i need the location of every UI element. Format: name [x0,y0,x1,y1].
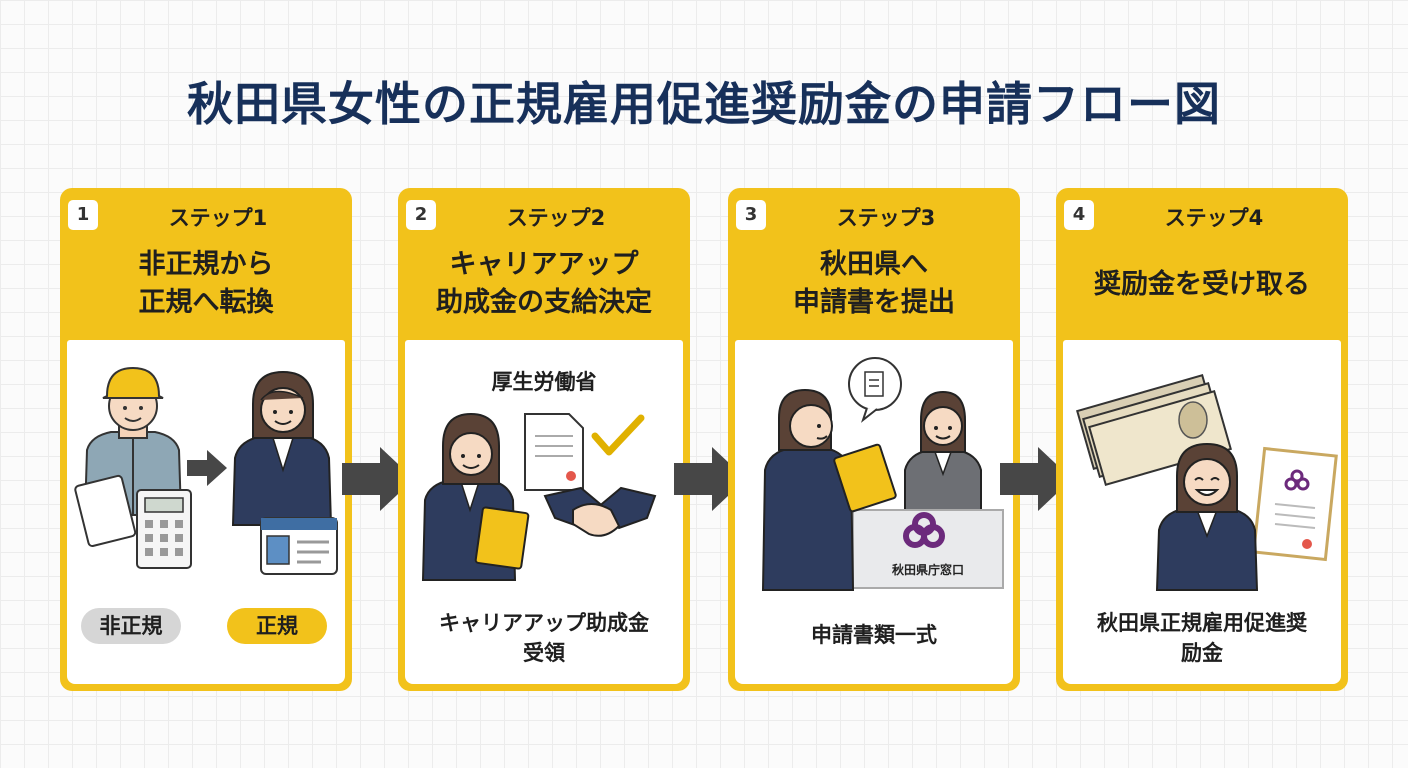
step-panel: 秋田県庁窓口 申請書類一式 [735,340,1013,684]
step-number: 3 [736,200,766,230]
step-title: 奨励金を受け取る [1056,266,1348,304]
applicant-figure [761,388,897,591]
counter-desk: 秋田県庁窓口 [852,509,1004,589]
step-title: 非正規から 正規へ転換 [60,246,352,322]
step-title-line: キャリアアップ [449,249,639,280]
step-number: 2 [406,200,436,230]
caption-line: 秋田県正規雇用促進奨 [1097,611,1307,635]
step-title-line: 秋田県へ [820,249,928,280]
step-title-line: 正規へ転換 [138,287,274,318]
step-number: 1 [68,200,98,230]
step-title: キャリアアップ 助成金の支給決定 [398,246,690,322]
step4-illustration [1076,374,1338,591]
document-icon [524,413,584,491]
certificate-icon [1252,446,1338,562]
step-title-line: 申請書を提出 [793,287,955,318]
arrow-right-icon [187,450,227,486]
step-header: 2 ステップ2 キャリアアップ 助成金の支給決定 [398,188,690,340]
caption-line: キャリアアップ助成金 [439,611,649,635]
calculator-icon [74,474,192,569]
step-label: ステップ1 [168,206,268,230]
flow-arrow-icon [342,447,414,511]
caption-line: 申請書類一式 [811,623,937,647]
step1-illustration [74,366,338,575]
step-panel: 非正規 正規 [67,340,345,684]
step-card-2: 2 ステップ2 キャリアアップ 助成金の支給決定 厚生労働省 [398,188,690,691]
tag-regular: 正規 [227,608,327,644]
clipboard-icon [474,506,530,570]
step-number: 4 [1064,200,1094,230]
folder-icon [833,443,897,513]
step-label: ステップ2 [506,206,606,230]
prefecture-emblem-icon [903,512,945,548]
ministry-label: 厚生労働省 [491,370,597,394]
step-caption: 秋田県正規雇用促進奨 励金 [1063,608,1341,668]
step-label: ステップ3 [836,206,936,230]
step-title: 秋田県へ 申請書を提出 [728,246,1020,322]
handshake-icon [543,486,657,537]
step-label: ステップ4 [1164,206,1264,230]
step-panel: 厚生労働省 [405,340,683,684]
step-card-1: 1 ステップ1 非正規から 正規へ転換 [60,188,352,691]
step-header: 4 ステップ4 奨励金を受け取る [1056,188,1348,340]
check-icon [591,414,645,456]
step-card-3: 3 ステップ3 秋田県へ 申請書を提出 [728,188,1020,691]
step-header: 3 ステップ3 秋田県へ 申請書を提出 [728,188,1020,340]
banknotes-icon [1076,374,1232,486]
step-title-line: 助成金の支給決定 [436,287,652,318]
flow-arrow-icon [1000,447,1072,511]
step-panel: 秋田県正規雇用促進奨 励金 [1063,340,1341,684]
office-worker-figure [231,370,333,526]
desk-label: 秋田県庁窓口 [892,562,964,577]
step2-illustration [421,412,657,581]
caption-line: 励金 [1181,641,1223,665]
speech-bubble-icon [848,357,902,423]
step-card-4: 4 ステップ4 奨励金を受け取る [1056,188,1348,691]
step-title-line: 非正規から [138,249,274,280]
page-title: 秋田県女性の正規雇用促進奨励金の申請フロー図 [187,77,1221,131]
official-figure [421,412,530,581]
step-title-line: 奨励金を受け取る [1094,269,1310,300]
caption-line: 受領 [523,641,565,665]
step-header: 1 ステップ1 非正規から 正規へ転換 [60,188,352,340]
step3-illustration: 秋田県庁窓口 [761,357,1004,591]
clerk-figure [904,390,982,511]
step-caption: キャリアアップ助成金 受領 [405,608,683,668]
id-card-icon [260,517,338,575]
tag-non-regular: 非正規 [81,608,181,644]
step-caption: 申請書類一式 [735,620,1013,650]
recipient-figure [1155,442,1259,591]
